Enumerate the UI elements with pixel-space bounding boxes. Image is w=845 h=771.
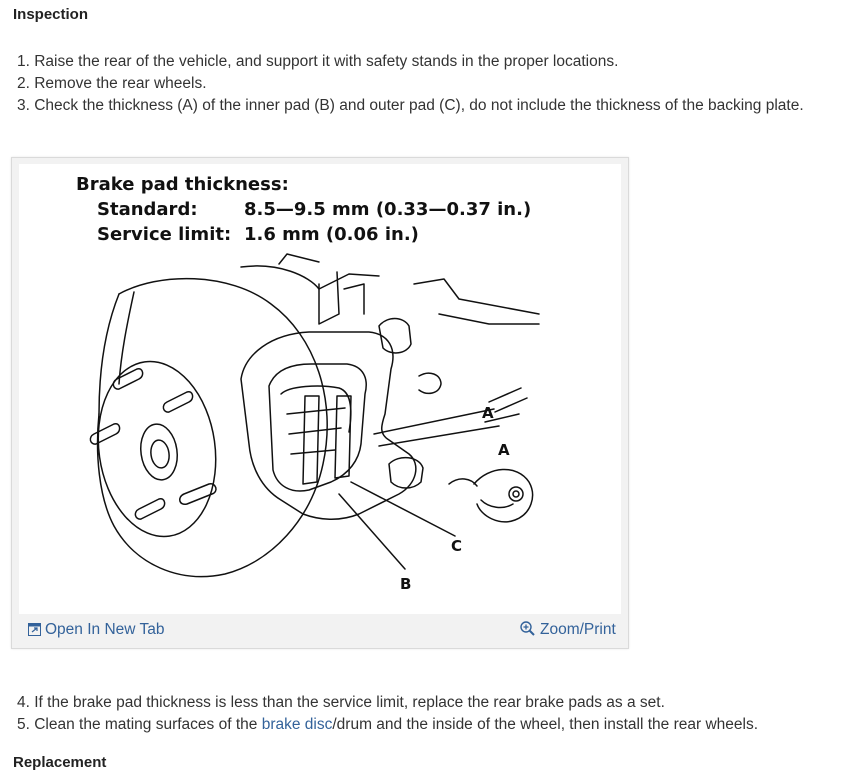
leader-c <box>350 481 456 537</box>
figure-panel: Brake pad thickness: Standard: 8.5—9.5 m… <box>11 157 629 649</box>
spec-standard-label: Standard: <box>97 199 198 220</box>
brake-caliper-illustration: A A C B <box>89 253 540 593</box>
inner-pad <box>302 395 320 485</box>
outer-pad <box>334 395 352 479</box>
thickness-callout <box>373 387 528 447</box>
callout-c: C <box>451 537 462 555</box>
open-in-new-tab-label: Open In New Tab <box>45 621 165 638</box>
zoom-print-link[interactable]: Zoom/Print <box>520 621 616 639</box>
hub <box>97 360 217 538</box>
inspection-steps-continued: 4. If the brake pad thickness is less th… <box>17 692 758 736</box>
inspection-steps: 1. Raise the rear of the vehicle, and su… <box>17 51 804 117</box>
step-2: 2. Remove the rear wheels. <box>17 75 207 92</box>
zoom-print-label: Zoom/Print <box>540 621 616 638</box>
next-section-heading: Replacement <box>13 754 107 771</box>
figure-footer: Open In New Tab Zoom/Print <box>12 614 628 648</box>
callout-a-lower: A <box>498 441 510 459</box>
lug-studs <box>89 367 217 520</box>
leader-b <box>338 493 406 570</box>
spec-standard-value: 8.5—9.5 mm (0.33—0.37 in.) <box>244 199 532 220</box>
step-5-text-start: 5. Clean the mating surfaces of the <box>17 716 262 733</box>
step-5: 5. Clean the mating surfaces of the brak… <box>17 714 758 736</box>
callout-b: B <box>400 575 411 593</box>
step-3: 3. Check the thickness (A) of the inner … <box>17 97 804 114</box>
section-title: Inspection <box>13 6 89 23</box>
caliper-bracket <box>240 331 417 520</box>
zoom-icon <box>520 621 535 636</box>
figure-image[interactable]: Brake pad thickness: Standard: 8.5—9.5 m… <box>19 164 621 614</box>
new-tab-icon <box>28 623 41 636</box>
step-5-text-end: /drum and the inside of the wheel, then … <box>332 716 758 733</box>
open-in-new-tab-link[interactable]: Open In New Tab <box>28 621 164 639</box>
callout-a-upper: A <box>482 404 494 422</box>
spec-limit-label: Service limit: <box>97 224 232 245</box>
spec-title: Brake pad thickness: <box>76 174 289 195</box>
step-1: 1. Raise the rear of the vehicle, and su… <box>17 53 619 70</box>
brake-disc-link[interactable]: brake disc <box>261 716 333 733</box>
spec-limit-value: 1.6 mm (0.06 in.) <box>244 224 419 245</box>
step-4: 4. If the brake pad thickness is less th… <box>17 694 665 711</box>
rotor-outline <box>96 277 328 578</box>
caliper-body <box>268 363 367 492</box>
